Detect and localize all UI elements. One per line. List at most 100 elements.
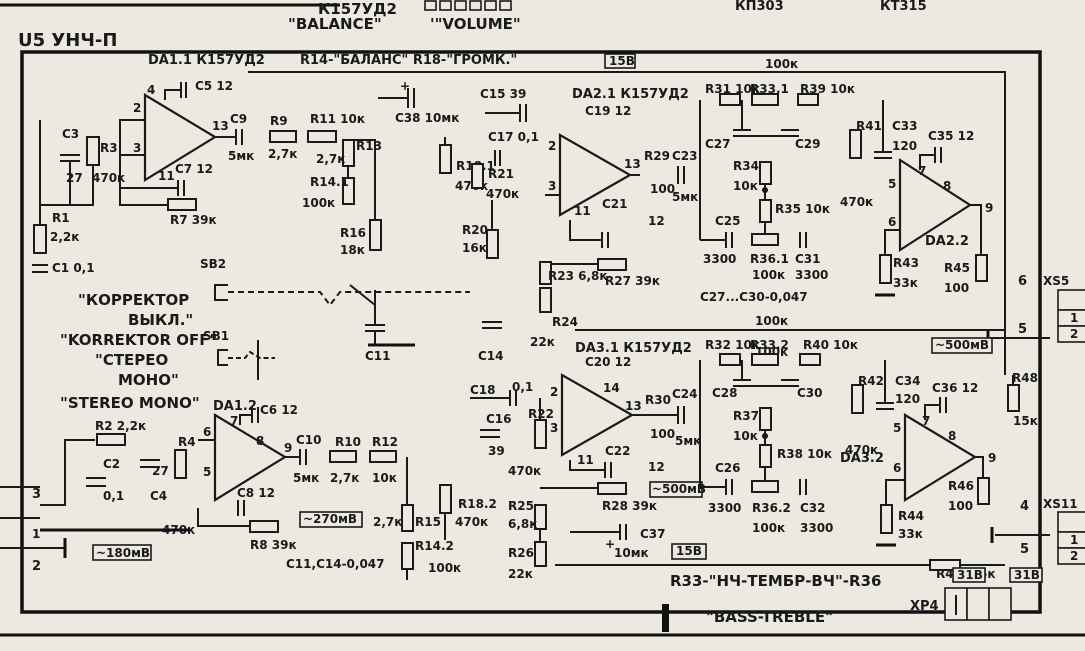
r44-label: R44 [898, 509, 924, 523]
da22-pin5: 5 [888, 177, 896, 191]
opamp-da3-1 [560, 373, 635, 457]
input-2-label: 2 [32, 559, 41, 574]
r28-label: R28 39к [602, 499, 657, 513]
r20-value: 16к [462, 241, 487, 255]
v31b-label: 31В [1014, 568, 1040, 582]
potentiometer-r14-2 [401, 542, 414, 570]
da21-pin2: 2 [548, 139, 556, 153]
r20-label: R20 [462, 223, 488, 237]
r46-wire [975, 456, 984, 478]
xs5-label: XS5 [1043, 274, 1069, 288]
resistor-r2 [96, 433, 126, 446]
r25-value: 6,8к [508, 517, 537, 531]
resistor-r22 [534, 419, 547, 449]
sb1-en-label: "STEREO MONO" [60, 394, 200, 412]
r2-label: R2 2,2к [95, 419, 146, 433]
c6-label: C6 12 [260, 403, 298, 417]
c29-label: C29 [795, 137, 821, 151]
resistor-r45 [975, 254, 988, 282]
sb2-actuator [228, 291, 470, 307]
out-6-label: 6 [1018, 274, 1027, 289]
r24-label: R24 [552, 315, 578, 329]
resistor-r3 [86, 136, 100, 166]
potentiometer-r33-1 [751, 93, 779, 106]
r41-value: 470к [840, 195, 873, 209]
v15-top-box [604, 53, 636, 69]
r21-label: R21 [488, 167, 514, 181]
v270-label: ~270мВ [303, 512, 357, 526]
c27-label: C27 [705, 137, 731, 151]
da21-pin13: 13 [624, 157, 641, 171]
sb1-actuator [228, 350, 275, 359]
r46-label: R46 [948, 479, 974, 493]
bias-r-top-label: 100к [765, 57, 798, 71]
resistor-r47 [929, 559, 961, 571]
sb1-ru-line1: "СТЕРЕО [95, 351, 168, 369]
v500-b-box [931, 337, 993, 354]
r46-value: 100 [948, 499, 973, 513]
c23-value: 5мк [672, 190, 698, 204]
r33-1-label: R33.1 [750, 82, 789, 96]
c10-value: 5мк [293, 471, 319, 485]
c28-label: C28 [712, 386, 738, 400]
c32-value: 3300 [800, 521, 833, 535]
v15-top-label: 15В [609, 54, 635, 68]
resistor-r40 [799, 353, 821, 366]
r48-value: 15к [1013, 414, 1038, 428]
da11-pin3: 3 [133, 141, 141, 155]
r44-wire [885, 479, 905, 505]
potentiometer-r24 [539, 287, 552, 313]
da32-pin6: 6 [893, 461, 901, 475]
r36-2-label: R36.2 [752, 501, 791, 515]
c2-value: 0,1 [103, 489, 124, 503]
da12-pin9: 9 [284, 441, 292, 455]
connector-pin-row-icon [424, 0, 512, 11]
r4-label: R4 [178, 435, 196, 449]
r16-wires [348, 139, 376, 220]
resistor-r34 [759, 161, 772, 185]
sb1-ru-line2: МОНО" [118, 371, 179, 389]
c22-label: C22 [605, 444, 631, 458]
c37-label: C37 [640, 527, 666, 541]
top-fragment-kt315: КТ315 [880, 0, 927, 14]
bias-r-mid-label: 100к [755, 314, 788, 328]
da31-pin14: 14 [603, 381, 620, 395]
da31-pin12: 12 [648, 460, 665, 474]
sb2-bracket [214, 284, 228, 301]
da31-pin2: 2 [550, 385, 558, 399]
opamp-da3-2 [903, 413, 978, 502]
r9-value: 2,7к [268, 147, 297, 161]
v15-mid-box [671, 543, 707, 560]
r31-label: R31 10к [705, 82, 760, 96]
xp4-connector-icon [944, 587, 1012, 621]
v15-mid-label: 15В [676, 544, 702, 558]
supply-rail-top [248, 71, 1006, 375]
resistor-r23 [539, 261, 552, 285]
c17-label: C17 0,1 [488, 130, 539, 144]
v500-a-box [649, 481, 703, 498]
da31-pin11: 11 [577, 453, 594, 467]
r8-label: R8 39к [250, 538, 297, 552]
r18-2-label: R18.2 [458, 497, 497, 511]
input-3-label: 3 [32, 487, 41, 502]
c37-plus-icon: + [605, 537, 615, 551]
da32-pin9: 9 [988, 451, 996, 465]
board-frame [20, 50, 1042, 614]
resistor-r7 [167, 198, 197, 211]
c24-value: 5мк [675, 434, 701, 448]
sb2-ru-line2: ВЫКЛ." [128, 311, 193, 329]
r40-label: R40 10к [803, 338, 858, 352]
c6-wire [239, 414, 252, 425]
da3-1-label: DA3.1 К157УД2 [575, 341, 692, 356]
bass-treble-en-note: "BASS-TREBLE" [706, 608, 833, 626]
c33-value: 120 [892, 139, 917, 153]
potentiometer-r33-2 [751, 353, 779, 366]
c22-wire [569, 460, 605, 471]
c19-label: C19 12 [585, 104, 631, 118]
da32-pin5: 5 [893, 421, 901, 435]
r7-wire [119, 188, 168, 206]
xs11-label: XS11 [1043, 497, 1078, 511]
opamp-da2-1 [558, 133, 633, 217]
